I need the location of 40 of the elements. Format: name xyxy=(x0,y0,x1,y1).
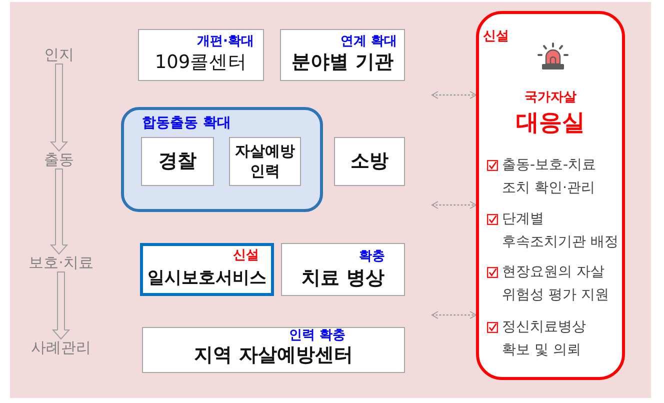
process-box xyxy=(280,29,405,81)
double-arrow xyxy=(432,311,476,319)
tag-label: 신설 xyxy=(233,248,259,264)
box-title: 분야별 기관 xyxy=(292,51,394,74)
tag-label: 신설 xyxy=(483,29,509,45)
group-heading: 합동출동 확대 xyxy=(142,114,231,132)
box-title: 경찰 xyxy=(158,150,196,173)
panel-title: 대응실 xyxy=(516,109,585,137)
checklist-item: 정신치료병상 확보 및 의뢰 xyxy=(502,318,587,360)
box-title: 지역 자살예방센터 xyxy=(194,344,353,367)
box-title: 치료 병상 xyxy=(302,267,384,290)
stage-label: 사례관리 xyxy=(31,340,91,356)
checklist-item: 단계별 후속조치기관 배정 xyxy=(502,210,620,252)
stage-label: 출동 xyxy=(44,152,74,168)
box-title: 자살예방 인력 xyxy=(234,141,296,181)
double-arrow xyxy=(432,201,476,209)
process-box xyxy=(142,327,405,373)
process-box xyxy=(138,29,264,81)
box-title: 109콜센터 xyxy=(154,51,248,74)
checklist-item: 현장요원의 자살 위험성 평가 지원 xyxy=(502,263,610,305)
tag-label: 확충 xyxy=(359,249,385,265)
checklist-item: 출동-보호-치료 조치 확인·관리 xyxy=(502,156,598,198)
block-arrow xyxy=(52,272,70,340)
process-box xyxy=(334,137,405,186)
double-arrow xyxy=(432,91,476,99)
tag-label: 인력 확충 xyxy=(289,328,346,344)
box-title: 일시보호서비스 xyxy=(148,267,266,290)
process-box xyxy=(140,243,274,296)
rounded-panel xyxy=(476,11,625,380)
tag-label: 개편·확대 xyxy=(197,34,254,50)
block-arrow xyxy=(50,168,68,254)
box-title: 소방 xyxy=(350,150,388,173)
block-arrow xyxy=(50,64,68,152)
group-box xyxy=(121,107,323,212)
process-box xyxy=(281,243,405,296)
stage-label: 인지 xyxy=(44,46,74,64)
tag-label: 연계 확대 xyxy=(340,34,397,50)
stage-label: 보호·치료 xyxy=(28,254,94,272)
process-box xyxy=(141,137,214,186)
panel-subtitle: 국가자살 xyxy=(524,90,576,106)
